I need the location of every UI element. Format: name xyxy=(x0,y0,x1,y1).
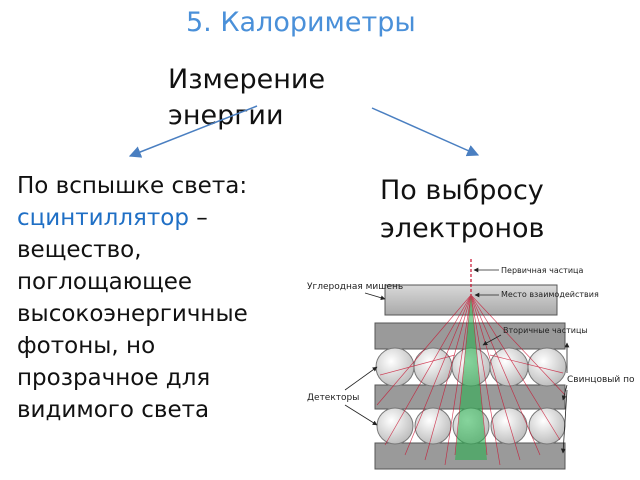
label-secondary: Вторичные частицы xyxy=(503,326,588,335)
desc-line-4: поглощающее xyxy=(17,269,193,295)
arrow-left xyxy=(128,105,258,158)
particle-shower xyxy=(376,294,566,466)
label-target: Углеродная мишень xyxy=(307,282,403,292)
branch-arrows xyxy=(128,105,480,158)
shower-core xyxy=(455,295,487,460)
slide-title: 5. Калориметры xyxy=(186,7,416,38)
desc-line-6: фотоны, но xyxy=(17,333,156,359)
scintillator-description: По вспышке света: сцинтиллятор – веществ… xyxy=(17,170,307,426)
desc-line-2: сцинтиллятор – xyxy=(17,205,208,231)
label-primary: Первичная частица xyxy=(501,266,583,275)
label-detectors: Детекторы xyxy=(307,393,359,403)
electron-emission-heading: По выбросу электронов xyxy=(380,175,545,244)
desc-line-3: вещество, xyxy=(17,237,142,263)
calorimeter-diagram: Первичная частица Место взаимодействия В… xyxy=(307,259,635,470)
label-interaction: Место взаимодействия xyxy=(501,290,599,299)
slide-subtitle: Измерение энергии xyxy=(168,64,326,131)
scintillator-term: сцинтиллятор xyxy=(17,205,189,231)
desc-line-7: прозрачное для xyxy=(17,365,211,391)
desc-line-5: высокоэнергичные xyxy=(17,301,248,327)
label-absorber: Свинцовый поглотитель xyxy=(567,375,635,385)
desc-line-8: видимого света xyxy=(17,397,210,423)
desc-line-1: По вспышке света: xyxy=(17,173,248,199)
arrow-right xyxy=(371,107,480,157)
